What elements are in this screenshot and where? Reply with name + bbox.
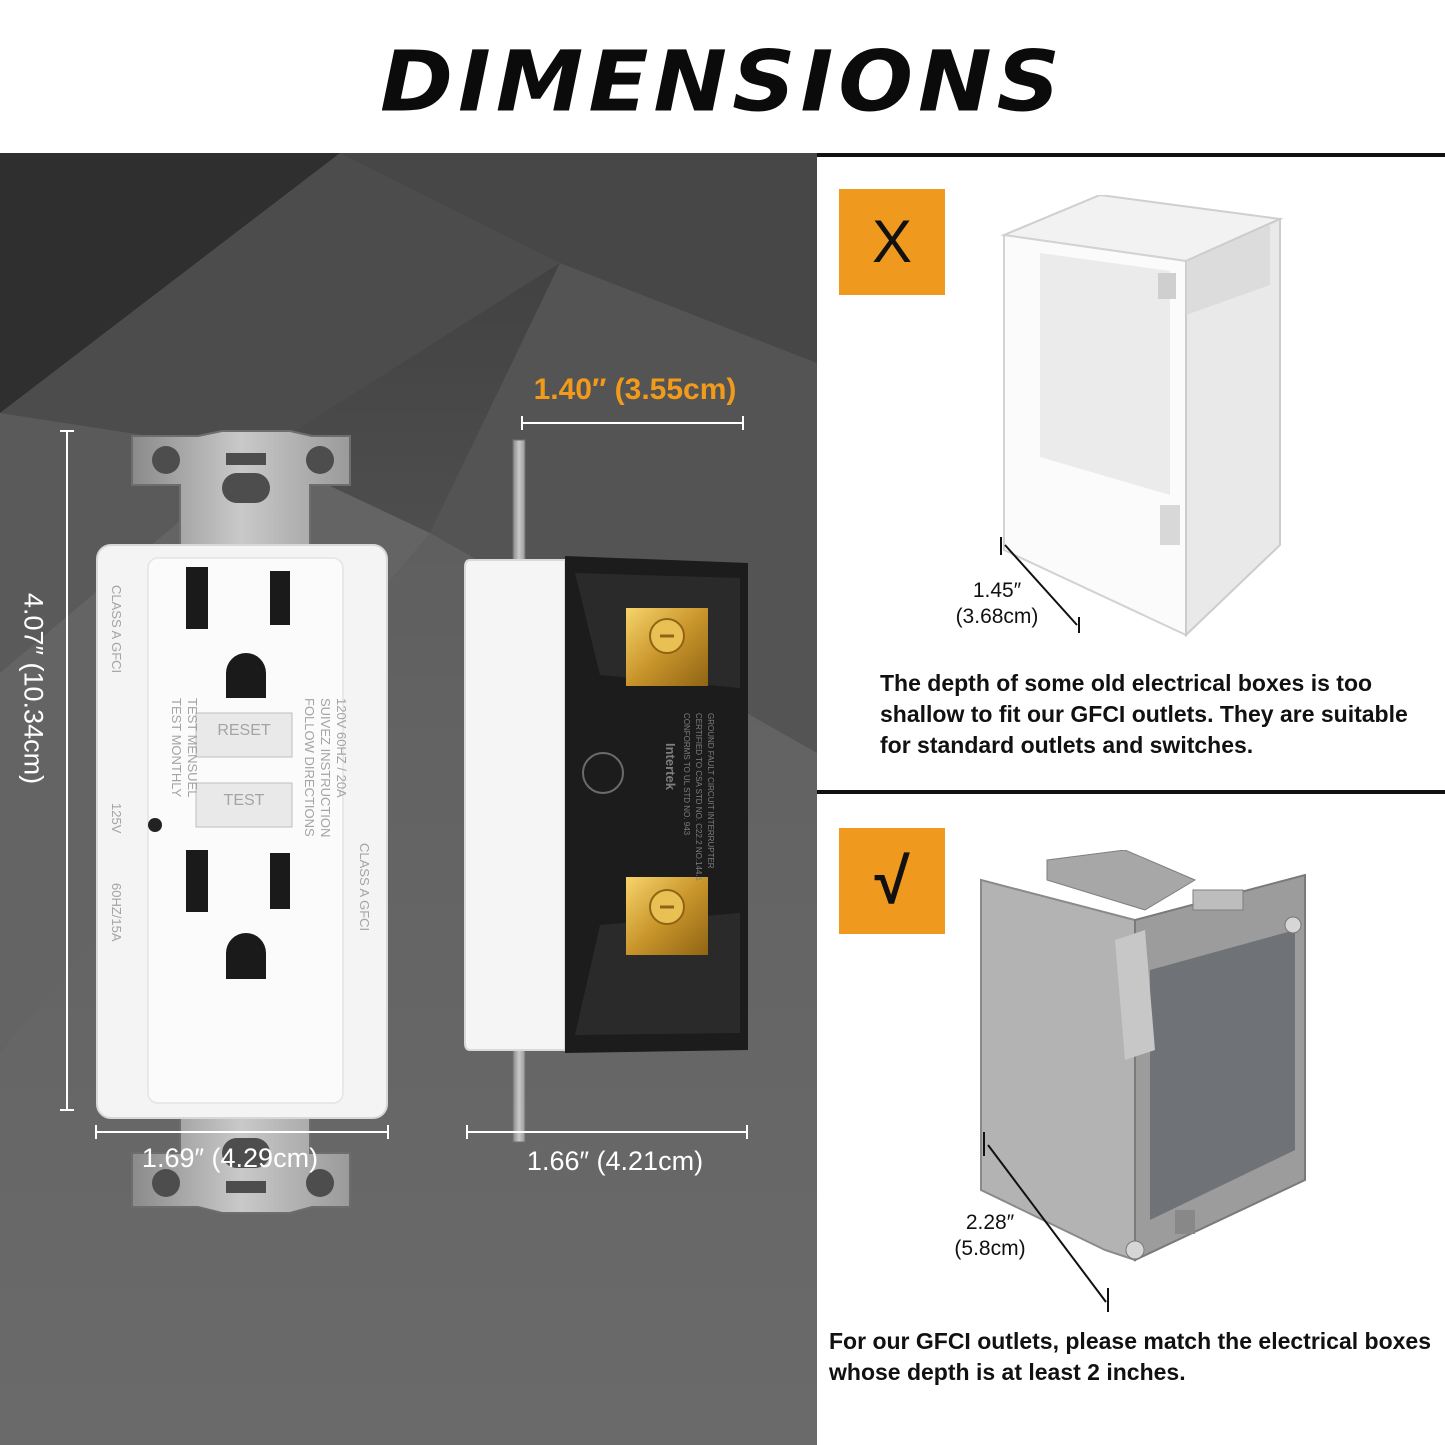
outlet-right-text-2: SUIVEZ INSTRUCTION — [318, 698, 333, 837]
depth-dimension-line — [521, 416, 744, 430]
shallow-box-dim-cm: (3.68cm) — [955, 605, 1039, 628]
outlet-illustration: RESET TEST CLASS A GFCI 125V 60HZ/15A TE… — [0, 153, 817, 1445]
outlet-front-width-label: 1.69″ (4.29cm) — [141, 1143, 319, 1173]
intertek-brand: Intertek — [663, 743, 678, 791]
deep-box-caption: For our GFCI outlets, please match the e… — [829, 1328, 1431, 1385]
front-width-dimension-line — [95, 1125, 389, 1139]
reset-button-label: RESET — [217, 722, 271, 739]
check-badge: √ — [839, 828, 945, 934]
outlet-left-text-bot: 60HZ/15A — [109, 883, 124, 942]
outlet-right-text-3: 120V 60HZ / 20A — [334, 698, 349, 798]
side-width-dimension-line — [466, 1125, 748, 1139]
middle-divider — [817, 790, 1445, 794]
deep-box-dim-cm: (5.8cm) — [954, 1237, 1026, 1260]
shallow-box-caption: The depth of some old electrical boxes i… — [880, 670, 1408, 758]
outlet-right-text-1: FOLLOW DIRECTIONS — [302, 698, 317, 837]
deep-box-image — [980, 850, 1306, 1262]
outlet-center-text-2: TEST MENSUEL — [185, 698, 200, 797]
outlet-height-label: 4.07″ (10.34cm) — [18, 592, 49, 785]
outlet-right-text-4: CLASS A GFCI — [357, 843, 372, 931]
deep-box-dim-inches: 2.28″ — [965, 1211, 1015, 1234]
outlet-depth-label: 1.40″ (3.55cm) — [533, 373, 737, 406]
shallow-box-image — [1000, 195, 1284, 638]
outlet-front-body — [96, 544, 388, 1119]
outlet-dimensions-panel: RESET TEST CLASS A GFCI 125V 60HZ/15A TE… — [0, 153, 817, 1445]
deep-depth-line — [983, 1132, 1109, 1312]
top-divider — [817, 153, 1445, 157]
cert-line-2: CERTIFIED TO CSA STD NO. C22.2 NO.144.1 — [694, 713, 703, 882]
outlet-side-width-label: 1.66″ (4.21cm) — [526, 1146, 704, 1176]
shallow-depth-line — [1000, 537, 1080, 633]
x-badge: X — [839, 189, 945, 295]
outlet-left-text-mid: 125V — [109, 803, 124, 834]
shallow-box-dim-inches: 1.45″ — [972, 579, 1022, 602]
height-dimension-line — [60, 430, 74, 1111]
shallow-box-dim: 1.45″ (3.68cm) — [932, 578, 1062, 630]
page-title: DIMENSIONS — [379, 32, 1066, 131]
cert-line-1: CONFORMS TO UL STD NO. 943 — [682, 713, 691, 836]
outlet-side-body — [464, 439, 748, 1143]
outlet-center-text-1: TEST MONTHLY — [169, 698, 184, 798]
test-button-label: TEST — [224, 792, 265, 809]
deep-box-dim: 2.28″ (5.8cm) — [925, 1210, 1055, 1262]
outlet-left-text-top: CLASS A GFCI — [109, 585, 124, 673]
title-bar: DIMENSIONS — [0, 0, 1445, 153]
cert-line-3: GROUND FAULT CIRCUIT INTERRUPTER — [706, 713, 715, 869]
